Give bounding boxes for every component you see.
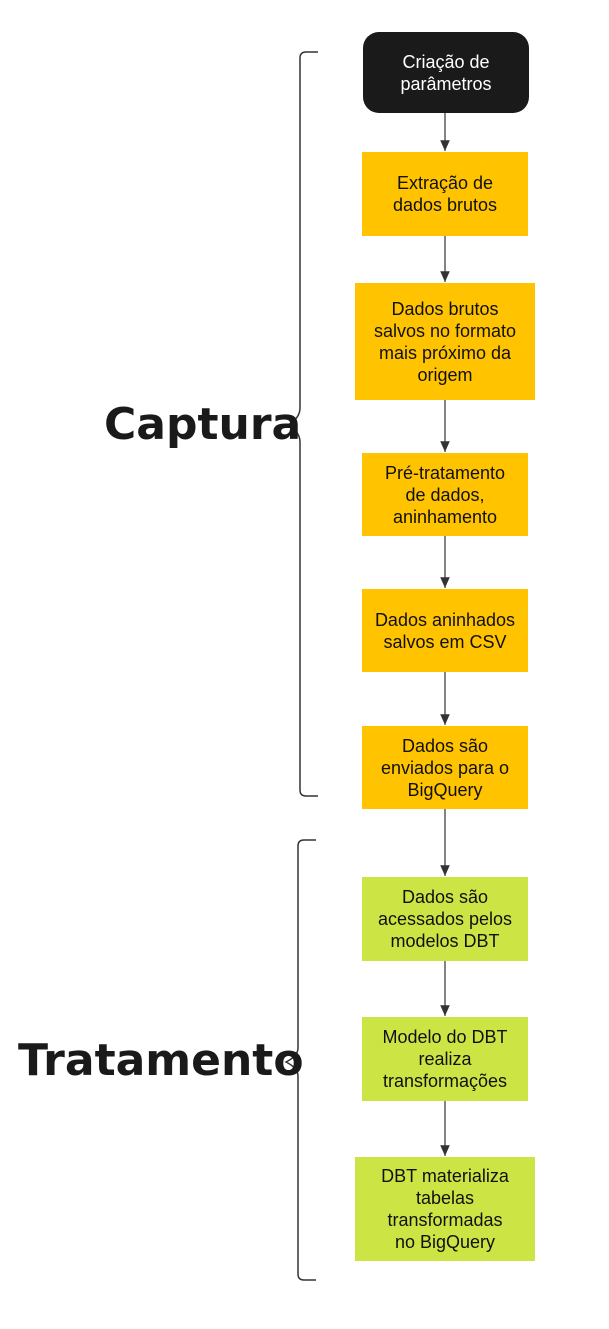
- step-envio-bigquery: Dados são enviados para o BigQuery: [362, 726, 528, 809]
- step-pre-tratamento: Pré-tratamento de dados, aninhamento: [362, 453, 528, 536]
- step-dados-aninhados-csv: Dados aninhados salvos em CSV: [362, 589, 528, 672]
- step-acesso-dbt: Dados são acessados pelos modelos DBT: [362, 877, 528, 961]
- captura-brace: [286, 51, 318, 797]
- step-transformacoes-dbt: Modelo do DBT realiza transformações: [362, 1017, 528, 1101]
- step-criacao-parametros: Criação de parâmetros: [363, 32, 529, 113]
- group-label-captura: Captura: [104, 399, 302, 450]
- group-label-tratamento: Tratamento: [18, 1035, 304, 1086]
- step-materializa-bigquery: DBT materializa tabelas transformadas no…: [355, 1157, 535, 1261]
- step-extracao-dados: Extração de dados brutos: [362, 152, 528, 236]
- step-dados-brutos-salvos: Dados brutos salvos no formato mais próx…: [355, 283, 535, 400]
- tratamento-brace: [284, 839, 316, 1281]
